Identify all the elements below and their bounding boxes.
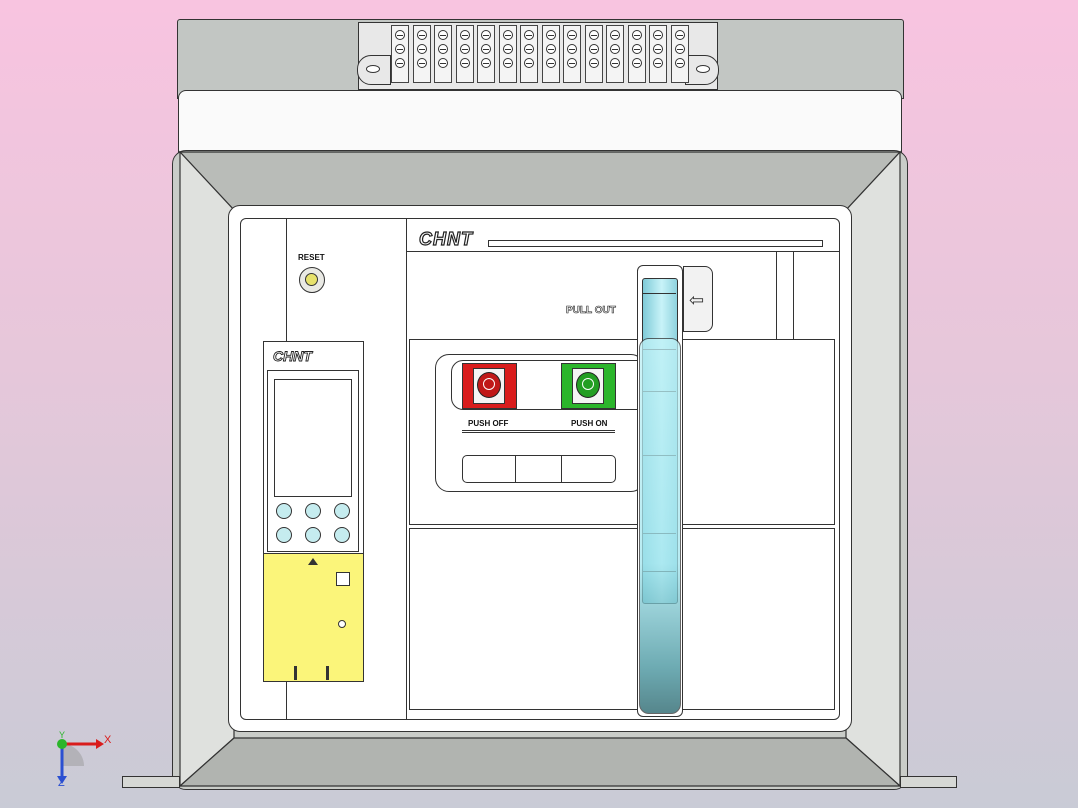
terminal-screw-icon: [416, 30, 427, 40]
handle-arrow-tab[interactable]: ⇦: [683, 266, 713, 332]
terminal-screw-icon: [631, 30, 642, 40]
terminal-cell: [606, 25, 624, 83]
controller-display-bezel: [267, 370, 359, 552]
terminal-screw-icon: [459, 44, 470, 54]
terminal-screw-icon: [524, 30, 534, 40]
terminal-screw-icon: [674, 44, 685, 54]
controller-key-4[interactable]: [276, 527, 292, 543]
terminal-cell: [412, 25, 431, 83]
terminal-screw-icon: [481, 30, 491, 40]
terminal-cell: [627, 25, 646, 83]
terminal-screw-icon: [610, 44, 620, 54]
lower-compartment: [409, 528, 835, 710]
terminal-screw-icon: [545, 30, 556, 40]
terminal-cell: [563, 25, 581, 83]
terminal-screw-icon: [653, 58, 663, 68]
terminal-screw-icon: [545, 44, 556, 54]
terminal-screw-icon: [674, 58, 685, 68]
terminal-cell: [520, 25, 538, 83]
terminal-screw-icon: [588, 44, 599, 54]
terminal-mount-left: [357, 55, 391, 85]
terminal-cell: [541, 25, 560, 83]
controller-key-5[interactable]: [305, 527, 321, 543]
terminal-screw-icon: [653, 44, 663, 54]
mount-foot-right: [900, 776, 957, 788]
terminal-screw-icon: [567, 30, 577, 40]
terminal-screw-icon: [567, 58, 577, 68]
terminal-screw-icon: [631, 58, 642, 68]
arrow-left-icon: ⇦: [689, 290, 705, 310]
terminal-screw-icon: [567, 44, 577, 54]
reset-knob-icon[interactable]: [299, 267, 325, 293]
terminal-cell: [498, 25, 517, 83]
terminal-cell: [584, 25, 603, 83]
handle-grip[interactable]: [639, 338, 681, 714]
terminal-screw-icon: [588, 58, 599, 68]
axis-y-label: Y: [59, 730, 66, 740]
controller-display-screen: [274, 379, 352, 497]
axis-triad-icon: [57, 739, 104, 784]
terminal-screw-icon: [438, 44, 448, 54]
on-button-icon[interactable]: [561, 363, 616, 409]
terminal-screw-icon: [588, 30, 599, 40]
terminal-screw-icon: [674, 30, 685, 40]
controller-key-6[interactable]: [334, 527, 350, 543]
terminal-cell: [434, 25, 452, 83]
axis-z-label: Z: [58, 777, 65, 789]
terminal-screw-icon: [653, 30, 663, 40]
controller-key-3[interactable]: [334, 503, 350, 519]
off-button-icon[interactable]: [462, 363, 517, 409]
terminal-cell: [477, 25, 495, 83]
terminal-screw-icon: [524, 44, 534, 54]
terminal-cell: [391, 25, 409, 83]
terminal-screw-icon: [610, 30, 620, 40]
terminal-block: [357, 22, 719, 90]
controller-key-1[interactable]: [276, 503, 292, 519]
terminal-screw-icon: [631, 44, 642, 54]
pull-out-label: PULL OUT: [566, 305, 616, 317]
controller-key-2[interactable]: [305, 503, 321, 519]
terminal-screw-icon: [481, 58, 491, 68]
label-underline: [462, 430, 615, 433]
terminal-cell: [649, 25, 667, 83]
terminal-screw-icon: [545, 58, 556, 68]
terminal-screw-icon: [416, 44, 427, 54]
mid-panel-frame: [409, 339, 835, 525]
terminal-screw-icon: [438, 58, 448, 68]
push-off-label: PUSH OFF: [468, 419, 509, 428]
terminal-screw-icon: [395, 44, 405, 54]
terminal-cell: [670, 25, 689, 83]
terminal-screw-icon: [502, 58, 513, 68]
terminal-screw-icon: [502, 30, 513, 40]
terminal-screw-icon: [610, 58, 620, 68]
upper-right-box: [776, 251, 794, 339]
breaker-inner-panel: [240, 218, 840, 720]
name-plate-slot: [488, 240, 823, 247]
push-on-label: PUSH ON: [571, 419, 608, 428]
terminal-screw-icon: [395, 58, 405, 68]
top-strip-line: [407, 251, 839, 252]
axis-x-label: X: [104, 734, 112, 746]
terminal-screw-icon: [481, 44, 491, 54]
terminal-screw-icon: [459, 58, 470, 68]
controller-test-port: [264, 553, 363, 681]
main-brand-logo: CHNT: [418, 228, 473, 249]
reset-label: RESET: [298, 253, 325, 262]
terminal-screw-icon: [459, 30, 470, 40]
terminal-screw-icon: [416, 58, 427, 68]
terminal-screw-icon: [524, 58, 534, 68]
terminal-screw-icon: [438, 30, 448, 40]
terminal-screw-icon: [502, 44, 513, 54]
controller-brand-logo: CHNT: [273, 348, 313, 365]
terminal-screw-icon: [395, 30, 405, 40]
mount-foot-left: [122, 776, 180, 788]
terminal-cell: [455, 25, 474, 83]
status-indicator-window: [462, 454, 616, 483]
terminal-mount-right: [685, 55, 719, 85]
